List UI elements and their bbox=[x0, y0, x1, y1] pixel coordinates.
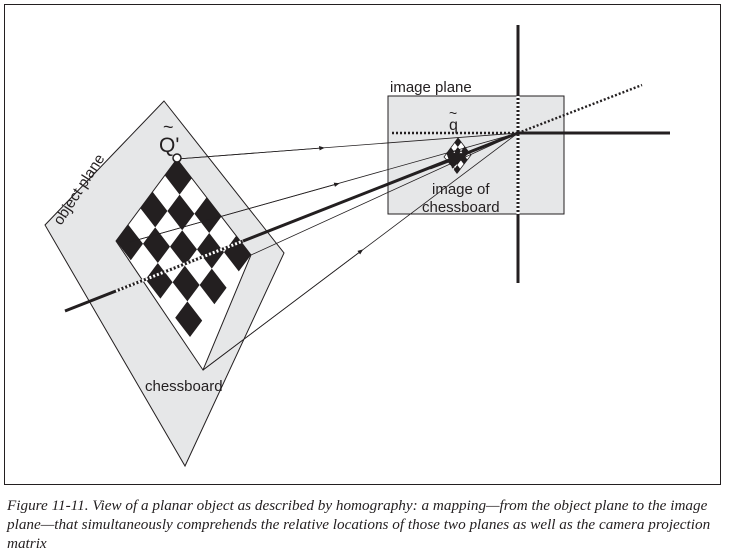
point-q-label: Q' bbox=[159, 134, 179, 157]
figure-caption: Figure 11-11. View of a planar object as… bbox=[7, 497, 711, 552]
chessboard-label: chessboard bbox=[145, 378, 223, 395]
image-plane-label: image plane bbox=[390, 79, 472, 96]
principal-ray-arrow bbox=[429, 152, 469, 170]
chessboard-image-dark-square bbox=[454, 138, 462, 147]
chessboard-dark-square bbox=[140, 191, 168, 228]
image-of-chessboard-label-line1: image of bbox=[432, 181, 490, 198]
q-image-tilde: ~ bbox=[449, 105, 457, 121]
principal-ray-dotted bbox=[115, 239, 244, 293]
chessboard-dark-square bbox=[116, 224, 143, 261]
ray-bottom-arrow bbox=[202, 249, 364, 371]
figure-frame bbox=[4, 4, 721, 485]
chessboard-dark-square bbox=[199, 268, 227, 305]
ray-right bbox=[250, 132, 519, 256]
point-q-marker bbox=[172, 153, 182, 163]
image-of-chessboard-label-line2: chessboard bbox=[422, 199, 500, 216]
q-image-label: q bbox=[449, 117, 458, 134]
ray-upper-arrow bbox=[129, 182, 340, 243]
chessboard-dark-square bbox=[170, 230, 197, 266]
ray-top-arrow bbox=[176, 145, 325, 160]
chessboard-dark-square bbox=[172, 265, 200, 302]
chessboard-dark-square bbox=[167, 194, 195, 231]
projection-rays bbox=[129, 132, 519, 371]
chessboard-dark-square bbox=[194, 197, 222, 233]
point-q-tilde: ~ bbox=[163, 117, 174, 137]
chessboard-dark-square bbox=[197, 233, 224, 269]
image-plane bbox=[387, 95, 565, 215]
chessboard-dark-square bbox=[164, 159, 192, 195]
chessboard-dark-square bbox=[145, 263, 173, 299]
chessboard-dark-square bbox=[175, 301, 203, 337]
